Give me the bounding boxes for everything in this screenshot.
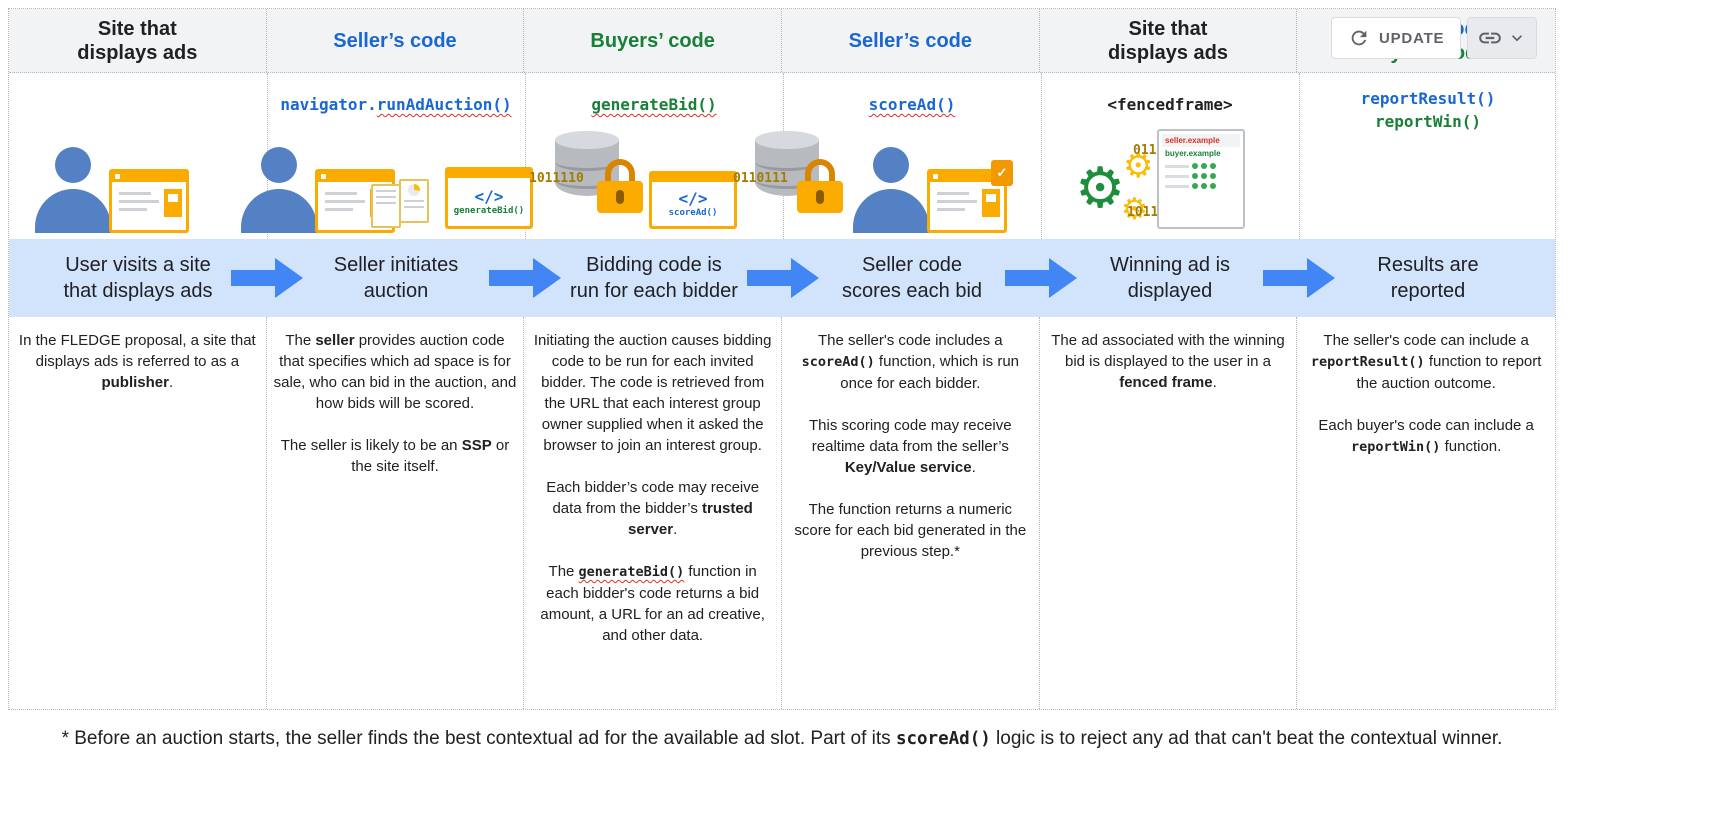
banner-step-5: Winning ad is displayed [1109, 254, 1231, 302]
description-step-3: Initiating the auction causes bidding co… [524, 317, 782, 709]
banner-step-3: Bidding code is run for each bidder [570, 254, 738, 302]
buyer-example-label: buyer.example [1165, 149, 1221, 158]
banner-step-1: User visits a site that displays ads [63, 254, 213, 302]
person-icon [853, 147, 929, 233]
banner-step-4: Seller code scores each bid [841, 254, 983, 302]
documents-icon [371, 179, 433, 231]
ad-slot-icon [982, 189, 1000, 217]
linked-chart-options-button[interactable] [1467, 17, 1538, 59]
person-icon [35, 147, 111, 233]
score-ad-code-window-icon: </> scoreAd() [649, 171, 737, 229]
code-tag: </> [678, 188, 708, 208]
code-report-result-win: reportResult()reportWin() [1360, 89, 1496, 131]
diagram-table: Site that displays ads Seller’s code Buy… [8, 8, 1556, 710]
code-tag: </> [474, 186, 504, 206]
generate-bid-code-window-icon: </> generateBid() [445, 167, 533, 229]
code-run-ad-auction: navigator.runAdAuction() [280, 95, 512, 114]
code-window-label: generateBid() [453, 205, 525, 216]
header-sellers-code-2: Seller’s code [782, 9, 1040, 72]
banner-step-2: Seller initiates auction [333, 254, 459, 302]
header-label: Site that displays ads [1107, 17, 1229, 64]
icons-row: navigator.runAdAuction() generateBid() s… [9, 73, 1555, 239]
header-buyers-code: Buyers’ code [524, 9, 782, 72]
header-label: Buyers’ code [590, 29, 715, 52]
column-divider [525, 73, 526, 239]
code-generate-bid: generateBid() [591, 95, 717, 114]
column-divider [1041, 73, 1042, 239]
browser-window-icon [109, 169, 189, 233]
description-step-2: The seller provides auction code that sp… [267, 317, 525, 709]
ad-slot-icon [164, 189, 182, 217]
fenced-frame-window-icon: seller.example buyer.example [1157, 129, 1245, 229]
description-step-5: The ad associated with the winning bid i… [1040, 317, 1298, 709]
refresh-icon [1351, 30, 1367, 46]
header-row: Site that displays ads Seller’s code Buy… [9, 9, 1555, 73]
code-fenced-frame: <fencedframe> [1107, 95, 1233, 114]
browser-window-icon [927, 160, 1013, 233]
banner-step-6: Results are reported [1377, 254, 1479, 302]
header-sellers-code-1: Seller’s code [267, 9, 525, 72]
header-label: Seller’s code [848, 29, 973, 52]
linked-chart-toolbar: UPDATE [1331, 17, 1538, 59]
chart-icon [408, 184, 420, 196]
link-icon [1479, 32, 1502, 44]
header-label: Site that displays ads [77, 17, 198, 64]
update-button-label: UPDATE [1379, 29, 1445, 47]
padlock-icon [597, 159, 643, 213]
header-label: Seller’s code [333, 29, 457, 52]
arrow-right-icon [747, 258, 819, 298]
description-row: In the FLEDGE proposal, a site that disp… [9, 317, 1555, 709]
description-step-1: In the FLEDGE proposal, a site that disp… [9, 317, 267, 709]
code-window-label: scoreAd() [668, 207, 718, 218]
header-site-that-displays-ads-2: Site that displays ads [1040, 9, 1298, 72]
person-icon [241, 147, 317, 233]
arrow-right-icon [1005, 258, 1077, 298]
binary-bits-label: 0110111 [733, 171, 788, 186]
chevron-down-icon [1512, 35, 1523, 42]
update-chart-button[interactable]: UPDATE [1331, 17, 1462, 59]
arrow-right-icon [1263, 258, 1335, 298]
binary-bits-label: 1011110 [529, 171, 584, 186]
description-step-6: The seller's code can include a reportRe… [1310, 332, 1542, 455]
seller-example-label: seller.example [1162, 134, 1240, 147]
column-divider [1299, 73, 1300, 239]
description-step-4: The seller's code includes a scoreAd() f… [782, 317, 1040, 709]
code-score-ad: scoreAd() [868, 95, 956, 114]
score-badge-icon [991, 160, 1013, 186]
header-site-that-displays-ads-1: Site that displays ads [9, 9, 267, 72]
arrow-right-icon [231, 258, 303, 298]
padlock-icon [797, 159, 843, 213]
steps-banner-row: User visits a site that displays ads Sel… [9, 239, 1555, 317]
arrow-right-icon [489, 258, 561, 298]
footnote: * Before an auction starts, the seller f… [61, 728, 1503, 749]
